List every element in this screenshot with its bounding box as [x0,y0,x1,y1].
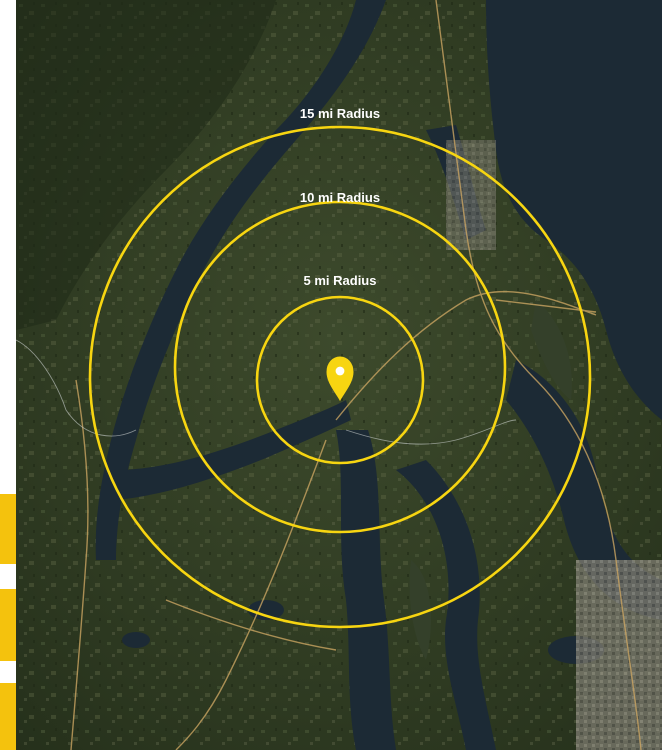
label-15-mile: 15 mi Radius [300,106,380,121]
ring-10-mile [173,200,507,534]
ring-15-mile [88,125,592,629]
boundary-lines [16,339,517,445]
radius-rings [88,125,592,629]
satellite-map[interactable]: 15 mi Radius 10 mi Radius 5 mi Radius [16,0,662,750]
side-tab-3[interactable] [0,683,16,750]
ring-5-mile [255,295,425,465]
map-canvas: 15 mi Radius 10 mi Radius 5 mi Radius [16,0,662,750]
city-area-southeast [576,560,662,750]
label-10-mile: 10 mi Radius [300,190,380,205]
mountain-area [16,0,276,330]
side-tab-1[interactable] [0,494,16,564]
side-tab-2[interactable] [0,589,16,661]
label-5-mile: 5 mi Radius [304,273,377,288]
road-network [70,0,642,750]
location-pin-icon[interactable] [326,356,354,402]
city-area-north [446,140,496,250]
islands [409,300,572,660]
